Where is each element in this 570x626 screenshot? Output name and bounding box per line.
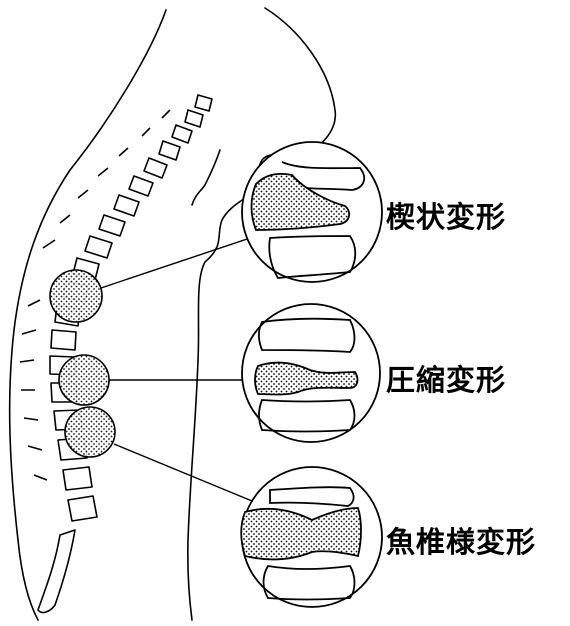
vertebra (172, 125, 192, 143)
vertebra (144, 158, 167, 178)
vertebra (185, 110, 203, 127)
spine-highlight-wedge (50, 270, 102, 322)
spine-highlight-compression (59, 355, 109, 405)
vertebra (85, 236, 112, 258)
label-wedge-deformity: 楔状変形 (386, 203, 506, 232)
leader-lines (101, 236, 256, 501)
vertebra (99, 215, 125, 236)
spine-highlight-fish (65, 407, 115, 457)
leader-line-wedge (101, 236, 256, 288)
vertebra (68, 496, 97, 521)
vertebra (159, 141, 180, 160)
leader-line-fish (114, 444, 252, 501)
magnified-fish (241, 467, 382, 607)
ear-contour (192, 150, 220, 205)
spine (20, 95, 212, 612)
vertebra (63, 467, 92, 490)
label-compression-deformity: 圧縮変形 (386, 366, 506, 395)
vertebra (195, 95, 212, 111)
magnified-compression (242, 304, 380, 442)
vertebra (51, 330, 76, 350)
magnified-wedge (242, 142, 382, 282)
vertebra (114, 195, 139, 216)
vertebra (129, 176, 153, 196)
fish-vertebra (241, 508, 361, 559)
label-fish-vertebra-deformity: 魚椎様変形 (386, 528, 536, 557)
sacrum (38, 530, 75, 612)
